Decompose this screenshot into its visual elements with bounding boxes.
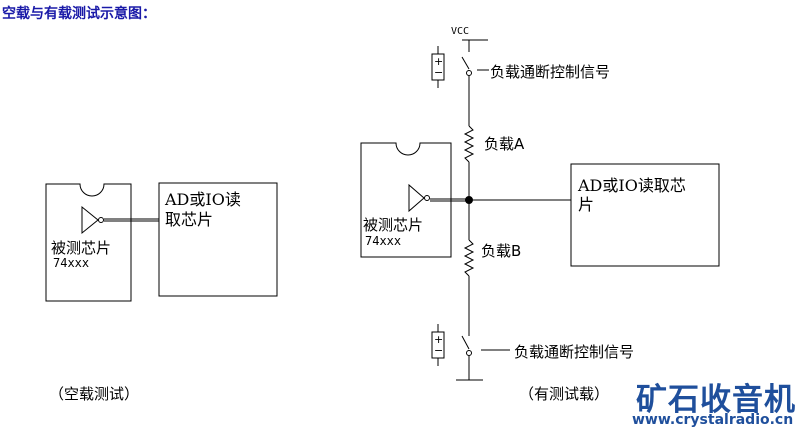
bottom-switch-label: 负载通断控制信号 (514, 343, 635, 361)
load-a-label: 负载A (484, 135, 525, 153)
watermark-url: www.crystalradio.cn (632, 412, 794, 428)
right-chip-part: 74xxx (365, 234, 402, 248)
top-switch-blade (461, 56, 470, 70)
right-chip-body (360, 142, 452, 258)
right-reader-box (570, 163, 720, 267)
left-buffer-output (98, 217, 104, 223)
top-switch-label: 负载通断控制信号 (490, 63, 611, 81)
page-title: 空载与有载测试示意图： (2, 6, 156, 22)
right-chip-label: 被测芯片 (363, 216, 424, 234)
resistor-a (463, 125, 475, 163)
right-caption: （有测试载） (519, 385, 610, 403)
left-caption: （空载测试） (49, 385, 140, 403)
load-b-label: 负载B (481, 242, 522, 260)
left-reader-box (158, 182, 278, 297)
right-reader-label-1: AD或IO读取芯 (578, 176, 686, 195)
right-buffer-output (424, 195, 430, 201)
left-buffer-symbol (81, 205, 99, 235)
bottom-switch-blade (461, 335, 470, 350)
left-reader-label-1: AD或IO读 (165, 190, 241, 209)
bottom-battery-plus: + (434, 333, 444, 346)
right-reader-label-2: 片 (578, 195, 595, 214)
left-chip-part: 74xxx (53, 256, 90, 270)
vcc-label: VCC (451, 26, 470, 37)
top-battery-plus: + (434, 55, 444, 68)
right-buffer-symbol (408, 183, 425, 213)
watermark-logo: 矿石收音机 (636, 382, 796, 418)
bottom-battery-minus: − (434, 344, 444, 357)
left-chip-label: 被测芯片 (51, 239, 112, 257)
left-chip-body (45, 183, 132, 302)
resistor-b (463, 239, 475, 277)
top-battery-minus: − (434, 66, 444, 79)
left-reader-label-2: 取芯片 (165, 210, 214, 229)
